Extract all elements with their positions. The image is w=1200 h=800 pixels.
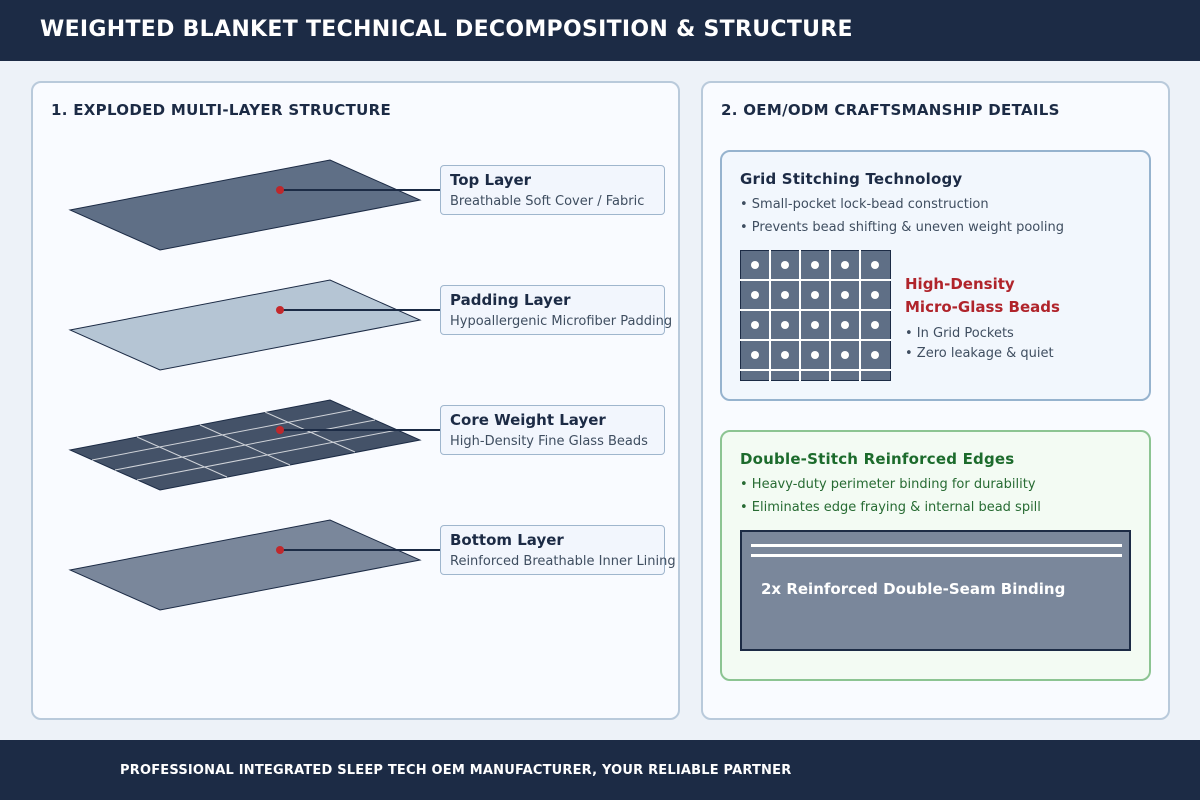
callout-description: High-Density Fine Glass Beads — [450, 434, 648, 449]
double-seam-binding-illustration: 2x Reinforced Double-Seam Binding — [740, 530, 1131, 651]
layer-bottom-marker — [276, 546, 284, 554]
exploded-structure-title: 1. EXPLODED MULTI-LAYER STRUCTURE — [51, 101, 392, 119]
beads-note: • In Grid Pockets — [905, 326, 1014, 341]
grid-pocket-illustration — [740, 250, 891, 381]
bead-dot — [781, 261, 789, 269]
callout-padding-layer: Padding Layer Hypoallergenic Microfiber … — [440, 285, 672, 335]
reinforced-edges-bullet: • Eliminates edge fraying & internal bea… — [740, 500, 1041, 515]
beads-title-line: Micro-Glass Beads — [905, 298, 1060, 316]
grid-lines — [740, 250, 891, 381]
grid-pocket-background — [740, 250, 891, 381]
craftsmanship-title: 2. OEM/ODM CRAFTSMANSHIP DETAILS — [721, 101, 1060, 119]
grid-stitching-bullet: • Prevents bead shifting & uneven weight… — [740, 220, 1064, 235]
bead-dot — [751, 291, 759, 299]
layer-top-marker — [276, 186, 284, 194]
callout-top-layer: Top Layer Breathable Soft Cover / Fabric — [440, 165, 665, 215]
bead-dot — [841, 261, 849, 269]
bead-dot — [871, 291, 879, 299]
bead-dot — [841, 321, 849, 329]
glass-beads — [751, 261, 879, 359]
reinforced-edges-bullet: • Heavy-duty perimeter binding for durab… — [740, 477, 1036, 492]
bead-dot — [811, 261, 819, 269]
layer-padding-sheet — [68, 279, 422, 371]
layer-top — [68, 159, 440, 251]
bead-dot — [811, 351, 819, 359]
bead-dot — [811, 321, 819, 329]
bead-dot — [841, 351, 849, 359]
bead-dot — [841, 291, 849, 299]
bead-dot — [871, 351, 879, 359]
core-grid-line — [91, 409, 353, 461]
layer-padding — [68, 279, 440, 371]
footer-bar: PROFESSIONAL INTEGRATED SLEEP TECH OEM M… — [0, 740, 1200, 800]
beads-note: • Zero leakage & quiet — [905, 346, 1054, 361]
callout-title: Bottom Layer — [450, 531, 564, 549]
callout-title: Core Weight Layer — [450, 411, 606, 429]
callout-core-layer: Core Weight Layer High-Density Fine Glas… — [440, 405, 665, 455]
bead-dot — [751, 321, 759, 329]
binding-label: 2x Reinforced Double-Seam Binding — [761, 580, 1066, 598]
callout-description: Hypoallergenic Microfiber Padding — [450, 314, 673, 329]
callout-description: Reinforced Breathable Inner Lining — [450, 554, 676, 569]
beads-title-line: High-Density — [905, 275, 1015, 293]
bead-dot — [781, 321, 789, 329]
page-title: WEIGHTED BLANKET TECHNICAL DECOMPOSITION… — [40, 17, 853, 42]
bead-dot — [871, 261, 879, 269]
layer-core-marker — [276, 426, 284, 434]
bead-dot — [781, 291, 789, 299]
callout-title: Top Layer — [450, 171, 532, 189]
callout-title: Padding Layer — [450, 291, 571, 309]
layer-core — [68, 399, 440, 491]
bead-dot — [811, 291, 819, 299]
bead-dot — [871, 321, 879, 329]
footer-tagline: PROFESSIONAL INTEGRATED SLEEP TECH OEM M… — [120, 763, 792, 778]
core-grid-line — [136, 429, 398, 481]
reinforced-edges-title: Double-Stitch Reinforced Edges — [740, 450, 1015, 468]
layer-core-grid — [91, 409, 398, 481]
layer-bottom — [68, 519, 440, 611]
layer-bottom-sheet — [68, 519, 422, 611]
seam-line — [751, 544, 1122, 547]
core-grid-line — [114, 419, 376, 471]
grid-stitching-bullet: • Small-pocket lock-bead construction — [740, 197, 989, 212]
header-bar: WEIGHTED BLANKET TECHNICAL DECOMPOSITION… — [0, 0, 1200, 61]
bead-dot — [751, 351, 759, 359]
layer-padding-marker — [276, 306, 284, 314]
layer-top-sheet — [68, 159, 422, 251]
callout-bottom-layer: Bottom Layer Reinforced Breathable Inner… — [440, 525, 676, 575]
seam-line — [751, 554, 1122, 557]
grid-stitching-title: Grid Stitching Technology — [740, 170, 963, 188]
callout-description: Breathable Soft Cover / Fabric — [450, 194, 645, 209]
bead-dot — [781, 351, 789, 359]
bead-dot — [751, 261, 759, 269]
